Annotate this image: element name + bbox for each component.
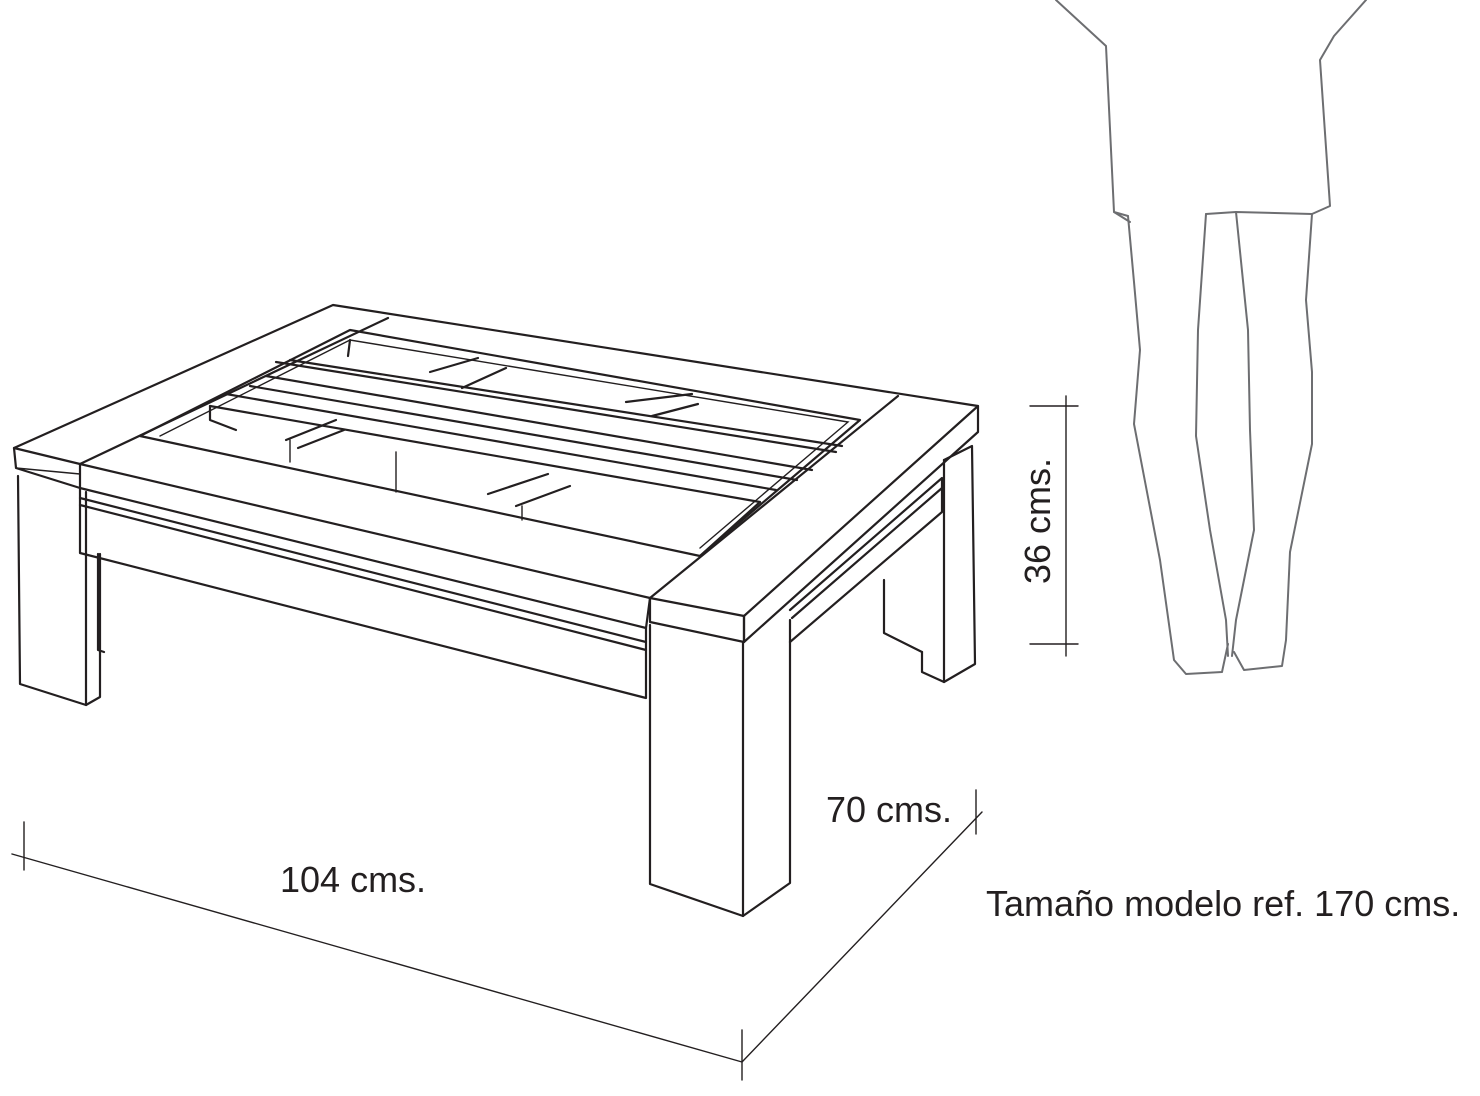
front-apron [78,486,648,700]
width-dimension-line [11,821,743,1081]
height-label: 36 cms. [1017,458,1058,584]
depth-label: 70 cms. [826,789,952,830]
coffee-table-drawing [12,303,980,918]
width-label: 104 cms. [280,859,426,900]
front-left-leg [16,474,102,707]
right-apron [788,476,944,644]
human-figure-icon [1055,0,1367,675]
table-top [12,303,980,644]
depth-dimension-line [741,789,983,1063]
front-right-leg [648,618,792,918]
reference-label: Tamaño modelo ref. 170 cms. [986,883,1460,924]
glass-panel [138,328,862,558]
back-left-leg [96,552,106,654]
back-right-leg [882,444,977,684]
height-dimension-line [1029,395,1079,657]
drawer-dividers [208,338,844,558]
